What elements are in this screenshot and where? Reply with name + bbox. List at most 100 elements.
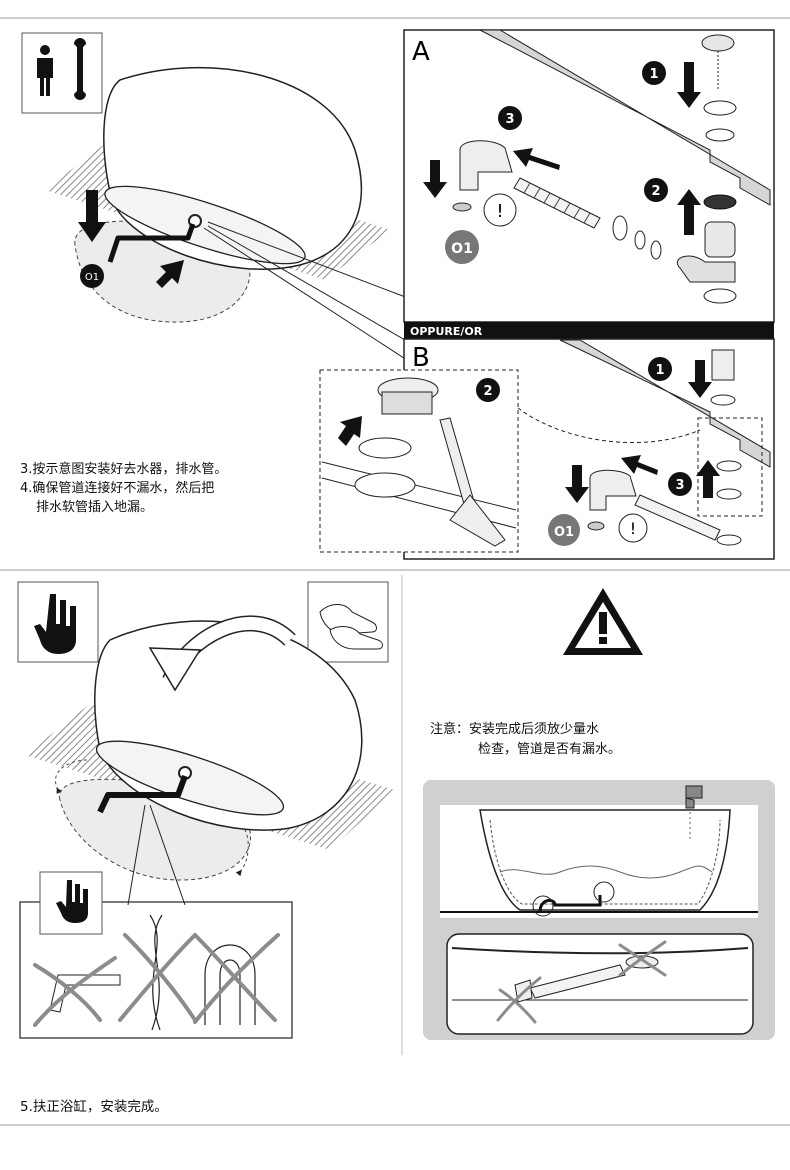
- drain-body: [704, 221, 736, 258]
- leader-line: [207, 225, 406, 341]
- hand-pointer-icon: [34, 594, 76, 654]
- up-arrow: [338, 416, 362, 446]
- step3-arrow: [513, 148, 560, 170]
- panel-b-label: B: [412, 343, 430, 373]
- or-divider-label: OPPURE/OR: [410, 325, 483, 338]
- leak-test-section: [423, 588, 775, 1040]
- elbow-down-arrow: [423, 160, 447, 198]
- down-arrow: [78, 190, 106, 242]
- bottom-cap: [716, 534, 742, 546]
- step1-arrow: [688, 360, 712, 398]
- rotate-tub-section: [17, 581, 395, 1039]
- step-number: 1: [649, 67, 658, 82]
- warning-mark-dot: [599, 637, 607, 644]
- note-text-line2: 检查，管道是否有漏水。: [478, 742, 622, 757]
- badge-3: [498, 106, 522, 130]
- caution-mark: !: [496, 201, 503, 222]
- step5-text: 5.扶正浴缸，安装完成。: [20, 1099, 168, 1115]
- panel-a: A ! O1 1 2: [403, 29, 775, 323]
- sealant-detail: 2: [319, 369, 519, 553]
- or-divider-bar: [404, 322, 774, 339]
- gloves-icon: [329, 626, 383, 650]
- detail-box: [697, 417, 763, 517]
- leader-line: [203, 227, 411, 363]
- tub-rim: [104, 185, 306, 265]
- trap-elbow: [677, 255, 736, 283]
- caution-mark: !: [630, 519, 636, 538]
- washer: [705, 128, 735, 142]
- tub-surface-line: [321, 461, 517, 511]
- wrench-icon: [74, 38, 86, 100]
- drain-pipe: [538, 895, 602, 913]
- coupling-nut: [612, 215, 628, 241]
- washer: [710, 394, 736, 406]
- detail-callout-line: [517, 407, 701, 444]
- hand-pointer-icon: [56, 880, 88, 923]
- flex-hose: [634, 494, 721, 541]
- leak-detail-box: [446, 933, 754, 1035]
- step-number: 2: [483, 384, 492, 399]
- nut: [716, 488, 742, 500]
- leader-line: [207, 221, 409, 299]
- gasket: [703, 194, 737, 210]
- rotate-arrow-head: [148, 647, 202, 692]
- pipe-callout-circle: [532, 895, 554, 917]
- water-level: [499, 865, 713, 879]
- drain-hole-ring: [354, 472, 416, 498]
- tub-cross-section: [479, 809, 731, 911]
- threaded-body: [381, 391, 433, 415]
- drain-plug: [701, 34, 735, 52]
- step-number: 1: [655, 363, 664, 378]
- tub-rim: [95, 740, 285, 816]
- caution-circle: [483, 193, 517, 227]
- step4-text-line2: 排水软管插入地漏。: [36, 500, 154, 515]
- pop-up-plug: [711, 349, 735, 381]
- tub-top-section: O1: [21, 32, 411, 363]
- drain-callout-circle: [593, 881, 615, 903]
- coupling-washer: [634, 230, 646, 250]
- panel-a-label: A: [412, 37, 430, 67]
- gloves-icon: [319, 604, 377, 635]
- up-arrow: [156, 260, 184, 288]
- badge-o1: [548, 514, 580, 546]
- elbow-washer: [587, 521, 605, 531]
- elbow-washer: [452, 202, 472, 212]
- step2-arrow: [696, 460, 720, 498]
- twisted-pipe: [149, 914, 163, 1031]
- person-icon: [37, 45, 53, 96]
- u-bent-pipe: [204, 944, 256, 1025]
- faucet-icon: [685, 785, 703, 840]
- sealant-ring: [358, 437, 412, 459]
- leader-line: [149, 804, 186, 906]
- bottom-nut: [703, 288, 737, 304]
- step2-arrow: [677, 189, 701, 235]
- o1-label: O1: [451, 241, 473, 257]
- note-text-line1: 注意：安装完成后须放少量水: [430, 722, 600, 737]
- drain-pipe: [107, 223, 196, 263]
- dashed-motion-arrow: [55, 759, 89, 795]
- tub-base-line: [451, 947, 749, 955]
- badge-o1: [445, 230, 479, 264]
- tub-wall-section: [559, 339, 771, 468]
- o1-label: O1: [85, 272, 99, 283]
- gasket: [716, 460, 742, 472]
- badge-1: [648, 357, 672, 381]
- cross-out-marks: [33, 933, 280, 1027]
- step3-arrow: [621, 455, 658, 475]
- badge-o1-dark: [80, 264, 104, 288]
- drain-pipe: [97, 774, 188, 814]
- step-number: 2: [651, 184, 660, 199]
- step4-text-line1: 4.确保管道连接好不漏水，然后把: [20, 481, 215, 496]
- step-number: 3: [505, 112, 514, 127]
- elbow-fitting: [459, 140, 513, 191]
- warning-mark: [599, 612, 607, 634]
- tools-icon-box: [21, 32, 103, 114]
- sealant-gun-handle: [449, 494, 506, 547]
- step-number: 3: [675, 478, 684, 493]
- badge-3: [668, 472, 692, 496]
- strainer: [703, 100, 737, 116]
- badge-2: [476, 378, 500, 402]
- o1-label: O1: [554, 525, 574, 540]
